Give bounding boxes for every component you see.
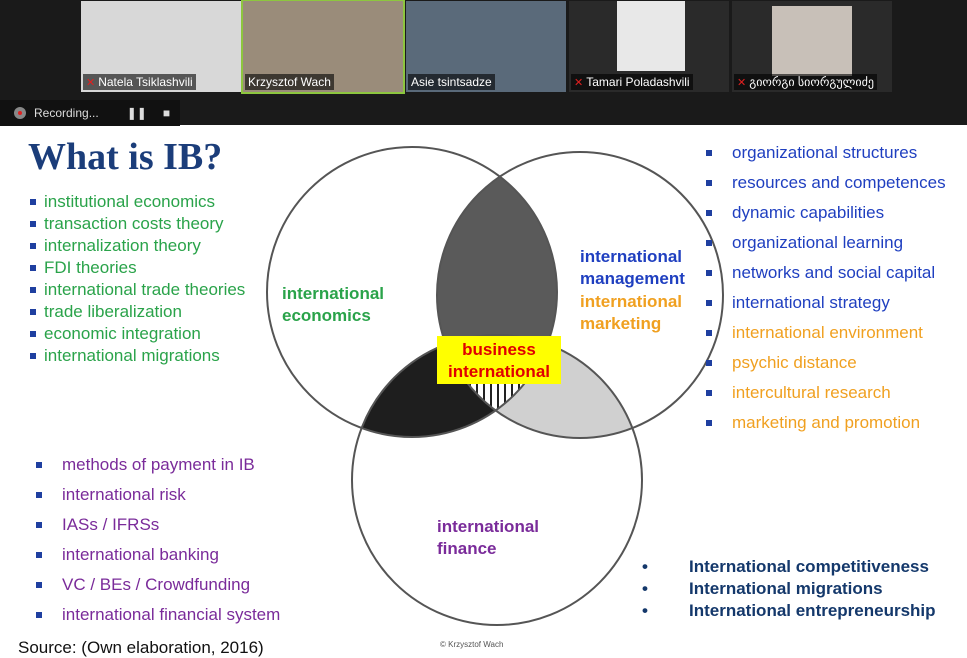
list-item: intercultural research xyxy=(706,378,946,408)
list-item: international risk xyxy=(36,480,280,510)
list-item: FDI theories xyxy=(30,257,245,279)
muted-mic-icon: ✕ xyxy=(86,76,96,89)
participant-tile-active[interactable]: Krzysztof Wach xyxy=(241,0,405,94)
muted-mic-icon: ✕ xyxy=(574,76,584,89)
participant-tile[interactable]: ✕Natela Tsiklashvili xyxy=(81,1,241,92)
list-item: international banking xyxy=(36,540,280,570)
participant-tile[interactable]: ✕Tamari Poladashvili xyxy=(569,1,729,92)
list-item: dynamic capabilities xyxy=(706,198,946,228)
pause-icon[interactable]: ❚❚ xyxy=(126,106,147,120)
list-item: organizational learning xyxy=(706,228,946,258)
list-item: methods of payment in IB xyxy=(36,450,280,480)
recording-label: Recording... xyxy=(34,106,99,120)
list-item: international trade theories xyxy=(30,279,245,301)
list-item: psychic distance xyxy=(706,348,946,378)
list-item: international financial system xyxy=(36,600,280,630)
economics-list: institutional economics transaction cost… xyxy=(30,191,245,367)
key-topics-list: •International competitiveness •Internat… xyxy=(642,556,936,622)
list-item: internalization theory xyxy=(30,235,245,257)
list-item: institutional economics xyxy=(30,191,245,213)
recording-icon xyxy=(14,107,26,119)
management-list: organizational structures resources and … xyxy=(706,138,946,438)
list-item: •International migrations xyxy=(642,579,883,598)
list-item: resources and competences xyxy=(706,168,946,198)
list-item: VC / BEs / Crowdfunding xyxy=(36,570,280,600)
list-item: international environment xyxy=(706,318,946,348)
list-item: international strategy xyxy=(706,288,946,318)
list-item: networks and social capital xyxy=(706,258,946,288)
slide-title: What is IB? xyxy=(28,136,223,178)
list-item: •International competitiveness xyxy=(642,557,929,576)
recording-bar: Recording... ❚❚ ■ xyxy=(0,100,180,126)
list-item: •International entrepreneurship xyxy=(642,601,936,620)
circle-management xyxy=(436,151,724,439)
participant-tile[interactable]: Asie tsintsadze xyxy=(406,1,566,92)
list-item: IASs / IFRSs xyxy=(36,510,280,540)
stop-icon[interactable]: ■ xyxy=(162,106,171,120)
video-gallery: ✕Natela Tsiklashvili Krzysztof Wach Asie… xyxy=(0,0,967,125)
list-item: international migrations xyxy=(30,345,245,367)
finance-list: methods of payment in IB international r… xyxy=(36,450,280,630)
participant-tile[interactable]: ✕გიორგი სიორგულიძე xyxy=(732,1,892,92)
slide-source: Source: (Own elaboration, 2016) xyxy=(18,638,264,657)
list-item: trade liberalization xyxy=(30,301,245,323)
list-item: economic integration xyxy=(30,323,245,345)
slide-copyright: © Krzysztof Wach xyxy=(440,640,504,649)
list-item: transaction costs theory xyxy=(30,213,245,235)
circle-finance xyxy=(351,334,643,626)
participant-name: Krzysztof Wach xyxy=(248,75,331,89)
participant-name: Natela Tsiklashvili xyxy=(98,75,193,89)
participant-name: Tamari Poladashvili xyxy=(586,75,690,89)
muted-mic-icon: ✕ xyxy=(737,76,747,89)
list-item: marketing and promotion xyxy=(706,408,946,438)
participant-name: გიორგი სიორგულიძე xyxy=(749,75,874,89)
list-item: organizational structures xyxy=(706,138,946,168)
participant-name: Asie tsintsadze xyxy=(411,75,492,89)
circle-economics xyxy=(266,146,558,438)
